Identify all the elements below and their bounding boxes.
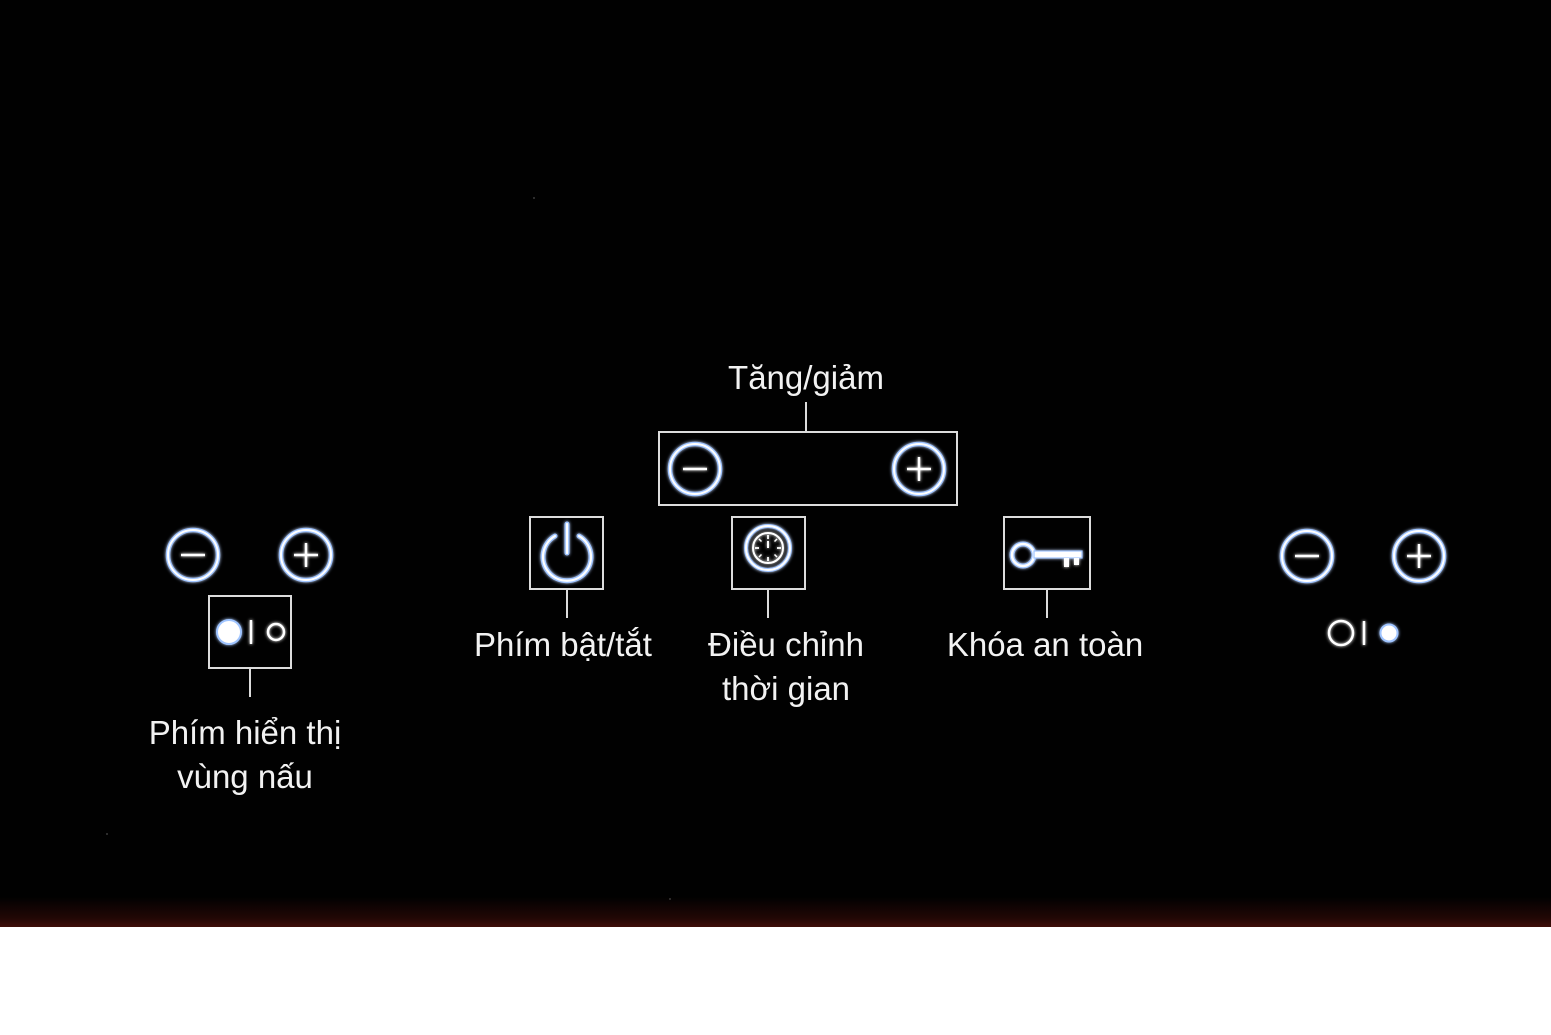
zone-right-selected-icon[interactable]	[1324, 614, 1404, 652]
timer-label-line2: thời gian	[721, 670, 851, 707]
surface-speck	[533, 197, 535, 199]
surface-speck	[106, 833, 108, 835]
zone-select-frame	[208, 595, 292, 669]
plus-circle-icon[interactable]	[277, 526, 335, 584]
timer-leader-line	[767, 590, 769, 618]
plus-circle-icon[interactable]	[890, 440, 948, 498]
timer-icon[interactable]	[742, 522, 794, 574]
power-frame	[529, 516, 604, 590]
adjust-leader-line	[805, 402, 807, 432]
power-label: Phím bật/tắt	[474, 626, 652, 663]
plus-circle-icon[interactable]	[1390, 527, 1448, 585]
minus-circle-icon[interactable]	[164, 526, 222, 584]
panel-bottom-edge	[0, 897, 1551, 927]
timer-label-line1: Điều chỉnh	[708, 626, 864, 663]
zone-label-line2: vùng nấu	[177, 758, 313, 795]
power-icon[interactable]	[535, 519, 599, 585]
power-leader-line	[566, 590, 568, 618]
key-icon[interactable]	[1008, 535, 1086, 575]
lock-leader-line	[1046, 590, 1048, 618]
zone-leader-line	[249, 669, 251, 697]
adjust-frame	[658, 431, 958, 506]
lock-frame	[1003, 516, 1091, 590]
zone-label-line1: Phím hiển thị	[148, 714, 342, 751]
cooktop-control-panel: Tăng/giảm	[0, 0, 1551, 927]
zone-left-selected-icon[interactable]	[213, 613, 289, 651]
minus-circle-icon[interactable]	[666, 440, 724, 498]
minus-circle-icon[interactable]	[1278, 527, 1336, 585]
adjust-label: Tăng/giảm	[728, 359, 884, 396]
lock-label: Khóa an toàn	[946, 626, 1144, 663]
timer-frame	[731, 516, 806, 590]
